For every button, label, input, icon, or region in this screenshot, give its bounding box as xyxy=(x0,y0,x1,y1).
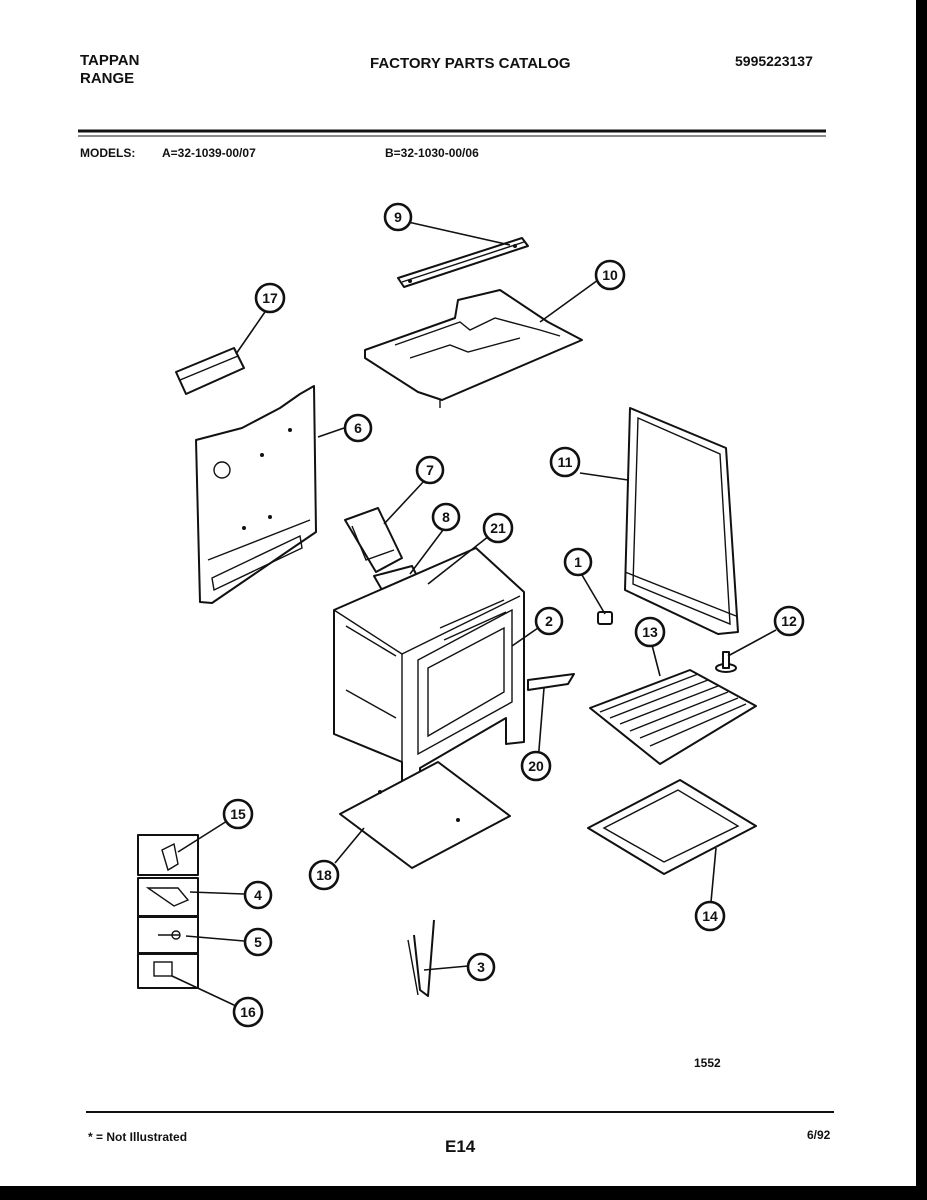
part-11-door-frame xyxy=(624,407,739,635)
part-17-bracket xyxy=(175,347,245,395)
catalog-page: TAPPAN RANGE FACTORY PARTS CATALOG 59952… xyxy=(0,0,916,1186)
callout-5: 5 xyxy=(243,927,273,957)
part-20-shelf xyxy=(527,673,575,691)
callout-20-label: 20 xyxy=(528,758,544,774)
callout-16: 16 xyxy=(232,996,264,1028)
callout-14: 14 xyxy=(694,900,726,932)
callout-13-label: 13 xyxy=(642,624,658,640)
callout-1-label: 1 xyxy=(574,554,582,570)
callout-12-label: 12 xyxy=(781,613,797,629)
part-1-knob xyxy=(597,611,613,625)
callout-7: 7 xyxy=(415,455,445,485)
drawing-number: 1552 xyxy=(694,1056,721,1070)
callout-21: 21 xyxy=(482,512,514,544)
callout-9: 9 xyxy=(383,202,413,232)
page-number: E14 xyxy=(445,1137,476,1156)
not-illustrated-note: * = Not Illustrated xyxy=(88,1130,188,1144)
models-label: MODELS: xyxy=(80,146,136,160)
part-10-top-panel xyxy=(364,289,583,408)
part-6-back-panel xyxy=(195,385,317,604)
part-9-trim-strip xyxy=(397,237,529,288)
part-3-clip xyxy=(407,919,435,997)
range-body xyxy=(333,547,525,799)
parts-box-column xyxy=(137,834,199,989)
callout-9-label: 9 xyxy=(394,209,402,225)
callout-2-label: 2 xyxy=(545,613,553,629)
callout-8: 8 xyxy=(431,502,461,532)
leader-lines xyxy=(171,221,777,1007)
callout-14-label: 14 xyxy=(702,908,718,924)
part-12-leg xyxy=(715,651,737,673)
callout-4: 4 xyxy=(243,880,273,910)
callout-5-label: 5 xyxy=(254,934,262,950)
brand-line-1: TAPPAN xyxy=(80,52,140,69)
callout-17-label: 17 xyxy=(262,290,278,306)
exploded-parts-diagram: 9 10 17 6 7 8 21 11 1 2 12 13 20 15 4 5 … xyxy=(78,129,834,1113)
callout-11: 11 xyxy=(549,446,581,478)
callout-18-label: 18 xyxy=(316,867,332,883)
callout-3: 3 xyxy=(466,952,496,982)
part-7-bracket xyxy=(344,507,403,573)
part-13-oven-rack xyxy=(589,669,757,765)
callout-20: 20 xyxy=(520,750,552,782)
callout-1: 1 xyxy=(563,547,593,577)
brand-line-2: RANGE xyxy=(80,70,135,87)
part-14-broiler-pan xyxy=(587,779,757,875)
catalog-number: 5995223137 xyxy=(735,53,813,69)
callout-6: 6 xyxy=(343,413,373,443)
callout-21-label: 21 xyxy=(490,520,506,536)
callout-16-label: 16 xyxy=(240,1004,256,1020)
model-b: B=32-1030-00/06 xyxy=(385,146,479,160)
callout-10-label: 10 xyxy=(602,267,618,283)
callout-11-label: 11 xyxy=(558,454,573,470)
callout-3-label: 3 xyxy=(477,959,485,975)
callout-2: 2 xyxy=(534,606,564,636)
part-18-bottom-panel xyxy=(339,761,511,869)
callout-15-label: 15 xyxy=(230,806,246,822)
callout-6-label: 6 xyxy=(354,420,362,436)
callout-18: 18 xyxy=(308,859,340,891)
callout-12: 12 xyxy=(773,605,805,637)
print-date: 6/92 xyxy=(807,1128,831,1142)
callout-10: 10 xyxy=(594,259,626,291)
callout-8-label: 8 xyxy=(442,509,450,525)
callout-17: 17 xyxy=(254,282,286,314)
callout-15: 15 xyxy=(222,798,254,830)
callout-4-label: 4 xyxy=(254,887,262,903)
catalog-title: FACTORY PARTS CATALOG xyxy=(370,55,571,72)
model-a: A=32-1039-00/07 xyxy=(162,146,256,160)
callout-7-label: 7 xyxy=(426,462,434,478)
callout-13: 13 xyxy=(634,616,666,648)
